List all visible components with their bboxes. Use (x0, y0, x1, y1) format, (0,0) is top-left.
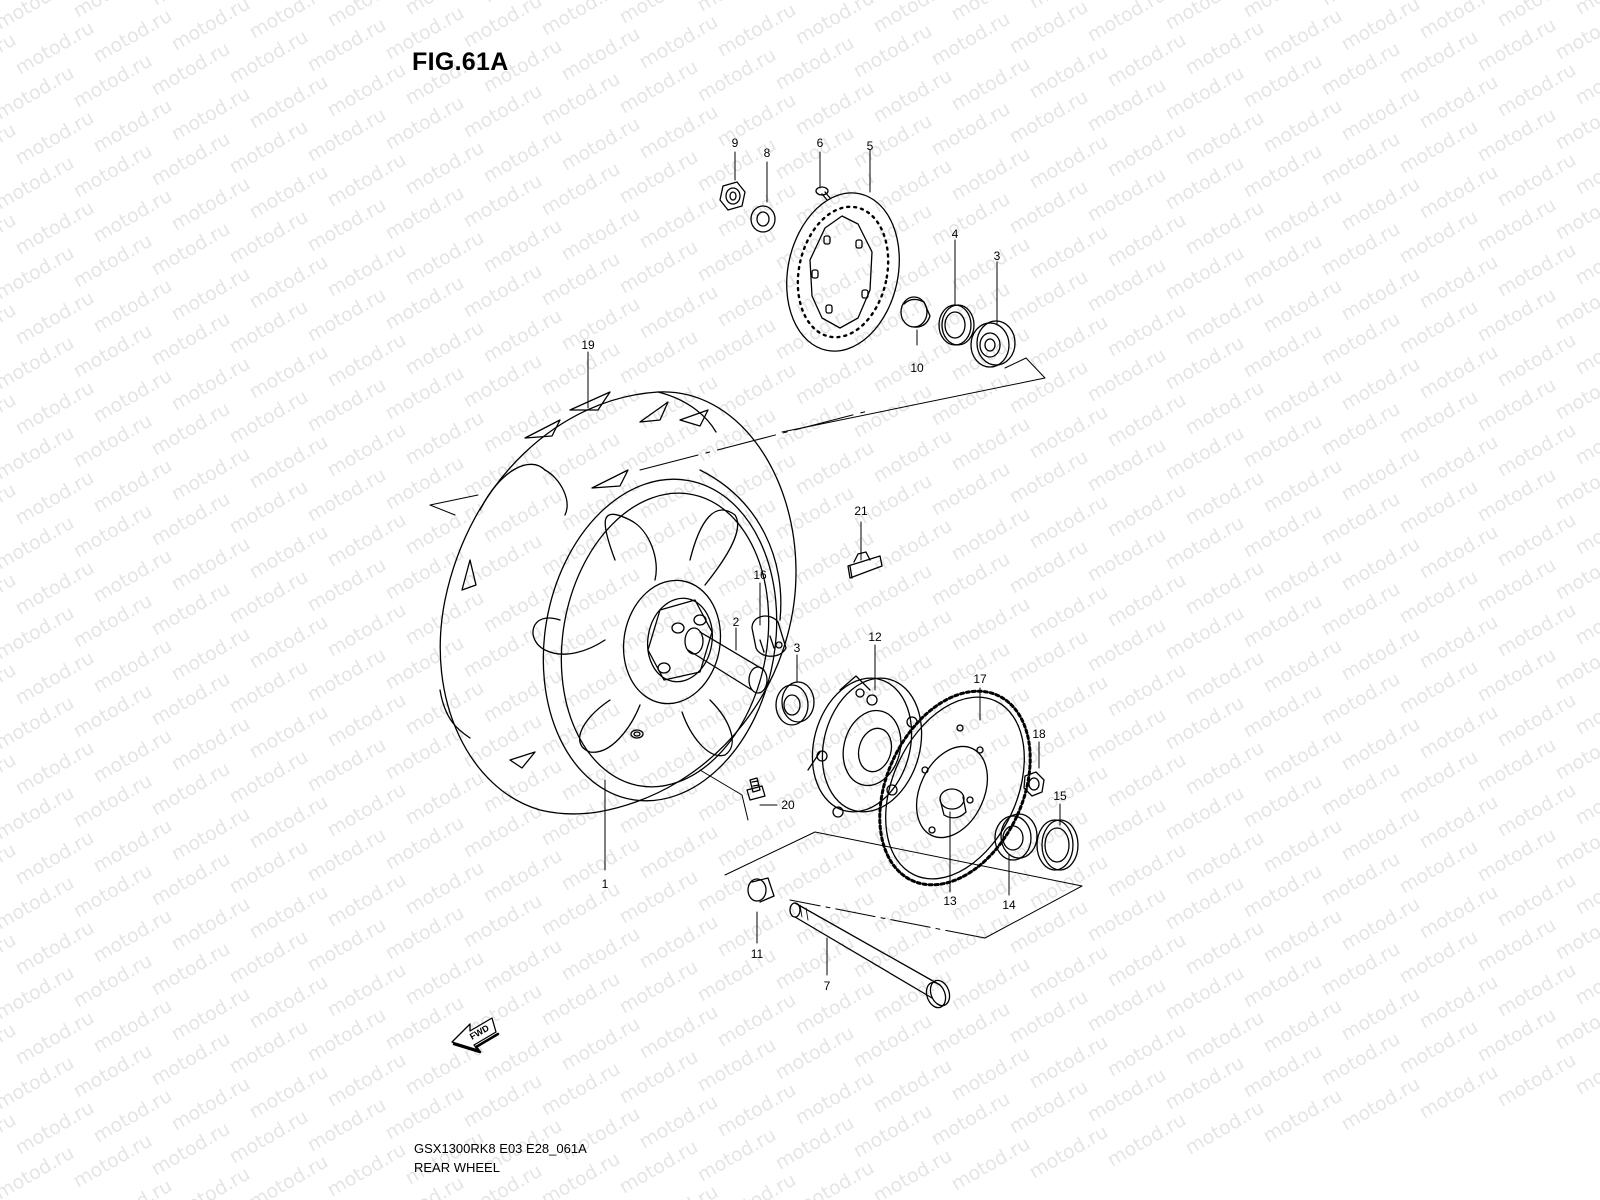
model-code: GSX1300RK8 E03 E28_061A (414, 1141, 587, 1156)
fwd-label: FWD (468, 1023, 491, 1042)
assembly-name: REAR WHEEL (414, 1160, 500, 1175)
